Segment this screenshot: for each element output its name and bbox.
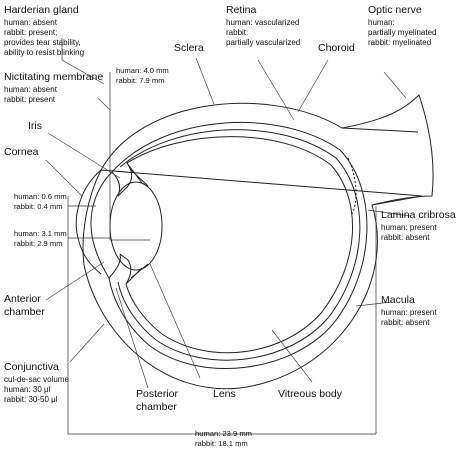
lamina-title: Lamina cribrosa: [381, 209, 456, 221]
macula-line-2: rabbit: absent: [381, 318, 430, 327]
lens-label: Lens: [213, 388, 236, 400]
sclera-label: Sclera: [174, 42, 204, 54]
optic-nerve-line-3: rabbit: myelinated: [368, 38, 432, 47]
leader-nictitating: [97, 97, 111, 111]
conjunctiva-line-1: cul-de-sac volume: [4, 375, 69, 384]
conjunctiva-line-2: human: 30 μl: [4, 385, 51, 394]
sclera-inner-outline: [108, 122, 368, 369]
sclera-outer-outline: [82, 102, 423, 390]
axial-length-rabbit: rabbit: 18.1 mm: [195, 439, 248, 448]
leader-macula: [355, 301, 393, 307]
leader-sclera: [195, 57, 215, 105]
leader-lamina: [367, 209, 411, 217]
nictitating-line-1: human: absent: [4, 85, 57, 94]
leader-posterior: [115, 287, 149, 389]
harderian-title: Harderian gland: [4, 4, 79, 16]
leader-vitreous: [271, 329, 313, 383]
iris-lower: [108, 253, 132, 285]
lamina-line-1: human: present: [381, 223, 437, 232]
anterior-depth-rabbit: rabbit: 2.9 mm: [14, 239, 63, 248]
posterior-chamber-label-1: Posterior: [136, 388, 179, 400]
nictitating-title: Nictitating membrane: [4, 71, 104, 83]
nictitating-line-2: rabbit: present: [4, 95, 56, 104]
leader-conjunctiva: [69, 323, 105, 363]
retina-line-3: partially vascularized: [226, 38, 301, 47]
choroid-label: Choroid: [318, 42, 355, 54]
conjunctiva-line-3: rabbit: 30-50 μl: [4, 395, 58, 404]
leader-iris: [47, 132, 121, 179]
iris-upper: [111, 162, 133, 197]
leader-optic-nerve: [383, 71, 407, 99]
leader-anterior: [45, 261, 105, 301]
retina-line-2: rabbit:: [226, 28, 249, 37]
harderian-line-3: provides tear stability,: [4, 38, 81, 47]
choroid-layer: [117, 129, 361, 361]
cornea-inner: [90, 171, 113, 279]
cornea-thickness-human: human: 0.6 mm: [14, 192, 67, 201]
cornea-outline: [75, 169, 102, 275]
lens-thickness-human: human: 4.0 mm: [116, 66, 169, 75]
optic-nerve-outline: [341, 94, 434, 206]
anterior-depth-human: human: 3.1 mm: [14, 229, 67, 238]
anterior-chamber-label-1: Anterior: [4, 293, 41, 305]
conjunctiva-title: Conjunctiva: [4, 361, 59, 373]
retina-layer: [125, 136, 353, 354]
leader-harderian: [61, 38, 105, 85]
retina-title: Retina: [226, 4, 257, 16]
leader-retina: [257, 59, 295, 121]
cornea-label: Cornea: [4, 146, 39, 158]
leader-cornea: [45, 159, 83, 197]
lens-outline: [109, 181, 163, 271]
vitreous-label: Vitreous body: [278, 388, 343, 400]
harderian-line-1: human: absent: [4, 18, 57, 27]
optic-nerve-line-2: partially myelinated: [368, 28, 437, 37]
optic-nerve-line-1: human:: [368, 18, 395, 27]
leader-lens: [149, 263, 201, 379]
cornea-thickness-rabbit: rabbit: 0.4 mm: [14, 202, 63, 211]
axial-length-human: human: 23.9 mm: [195, 429, 252, 438]
posterior-chamber-label-2: chamber: [136, 401, 177, 413]
harderian-line-4: ability to resist blinking: [4, 48, 85, 57]
zonule-lines: [125, 162, 149, 285]
optic-nerve-title: Optic nerve: [368, 4, 422, 16]
harderian-line-2: rabbit: present;: [4, 28, 58, 37]
leader-choroid: [297, 59, 329, 113]
lens-thickness-rabbit: rabbit: 7.9 mm: [116, 76, 165, 85]
anterior-chamber-label-2: chamber: [4, 306, 45, 318]
retina-line-1: human: vascularized: [226, 18, 300, 27]
macula-line-1: human: present: [381, 308, 437, 317]
iris-label: Iris: [28, 120, 42, 132]
macula-title: Macula: [381, 294, 415, 306]
optic-disc-line: [347, 157, 357, 215]
lamina-line-2: rabbit: absent: [381, 233, 430, 242]
